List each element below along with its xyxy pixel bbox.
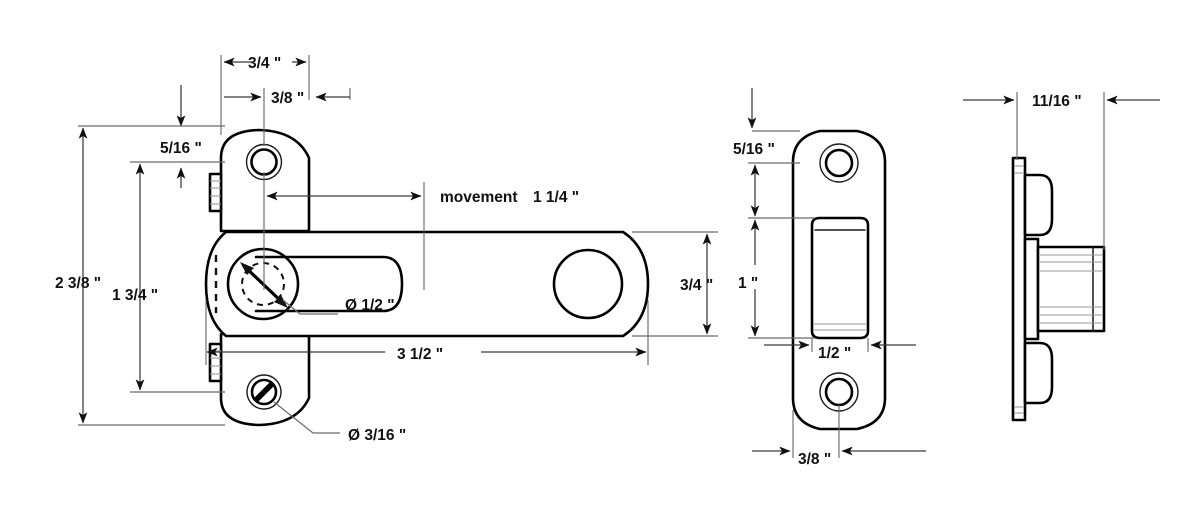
dim-movement-label: movement <box>440 189 518 206</box>
dim-side-depth: 11/16 " <box>1032 93 1082 110</box>
dim-bolt-body-height: 3/4 " <box>680 277 713 294</box>
dim-overall-length: 3 1/2 " <box>397 346 443 363</box>
strike-plate-dimensions: 5/16 " 1 " 1/2 " 3/8 " <box>733 88 926 468</box>
strike-plate-side-view <box>1011 156 1106 422</box>
dim-plate-width: 3/4 " <box>248 55 281 72</box>
lever-body <box>204 230 650 338</box>
dim-strike-slot-height: 1 " <box>738 275 758 292</box>
dim-bolt-diameter: Ø 1/2 " <box>345 297 395 314</box>
front-view-dimensions: 3/4 " 3/8 " 5/16 " 2 3/8 " 1 3/4 " <box>55 55 718 444</box>
dim-hole-offset: 3/8 " <box>271 90 304 107</box>
dim-movement-value: 1 1/4 " <box>533 189 579 206</box>
dim-overall-height: 2 3/8 " <box>55 275 101 292</box>
dim-strike-hole-offset: 3/8 " <box>798 451 831 468</box>
dim-edge-thickness: 5/16 " <box>160 140 202 157</box>
dim-strike-top-offset: 5/16 " <box>733 141 775 158</box>
side-view-dimensions: 11/16 " <box>963 92 1160 250</box>
dim-strike-slot-width: 1/2 " <box>818 345 851 362</box>
dim-hole-spacing: 1 3/4 " <box>112 287 158 304</box>
upper-mounting-ear <box>208 128 311 233</box>
lower-mounting-ear <box>208 332 311 427</box>
front-elevation-view <box>204 128 650 427</box>
dim-screw-hole-diameter: Ø 3/16 " <box>348 427 406 444</box>
strike-plate-front-view <box>791 129 887 431</box>
